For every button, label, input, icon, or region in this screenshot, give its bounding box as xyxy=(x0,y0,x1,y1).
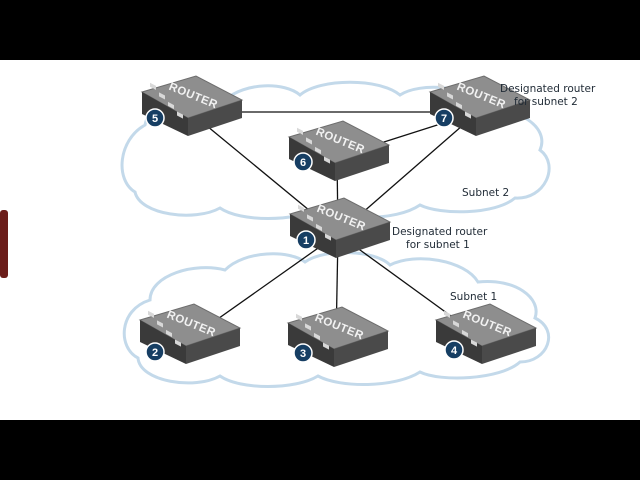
router-port xyxy=(298,204,304,212)
router-port xyxy=(297,127,303,135)
router-7[interactable]: ROUTER xyxy=(428,75,532,136)
router-port xyxy=(148,310,154,318)
router-port xyxy=(324,156,330,164)
router-port xyxy=(166,329,172,338)
router-number: 5 xyxy=(152,113,158,125)
router-port xyxy=(307,214,313,222)
router-port xyxy=(453,320,459,328)
badge-circle xyxy=(145,108,165,128)
side-tab xyxy=(0,210,8,278)
router-side-face xyxy=(476,100,530,136)
router-number: 4 xyxy=(451,345,458,357)
router-number: 7 xyxy=(441,113,447,125)
router-3-number-badge: 3 xyxy=(293,343,313,363)
subnet-1-label: Subnet 1 xyxy=(450,291,497,303)
router-number: 3 xyxy=(300,348,306,360)
router-front-face xyxy=(430,92,476,136)
router-port xyxy=(159,92,165,100)
router-port xyxy=(306,137,312,145)
badge-circle xyxy=(293,152,313,172)
router-port xyxy=(305,323,311,331)
router-1-number-badge: 1 xyxy=(296,230,316,250)
badge-circle xyxy=(296,230,316,250)
badge-circle xyxy=(434,108,454,128)
router-port xyxy=(315,146,321,155)
router-6-number-badge: 6 xyxy=(293,152,313,172)
router-port xyxy=(465,111,471,119)
router-front-face xyxy=(288,323,334,367)
router-front-face xyxy=(142,92,188,136)
router-port xyxy=(471,339,477,347)
router-port xyxy=(444,310,450,318)
router-port xyxy=(447,92,453,100)
badge-circle xyxy=(145,342,165,362)
router-2-number-badge: 2 xyxy=(145,342,165,362)
router-port xyxy=(456,101,462,110)
router-7-number-badge: 7 xyxy=(434,108,454,128)
badge-circle xyxy=(444,340,464,360)
router-side-face xyxy=(334,331,388,367)
subnet-2-label: Subnet 2 xyxy=(462,187,509,199)
router-number: 1 xyxy=(303,235,309,247)
router-4-number-badge: 4 xyxy=(444,340,464,360)
router-2[interactable]: ROUTER xyxy=(138,303,242,364)
router-5[interactable]: ROUTER xyxy=(140,75,244,136)
router-number: 6 xyxy=(300,157,306,169)
dr-subnet2-label-line1: Designated router xyxy=(500,83,596,95)
router-port xyxy=(462,329,468,338)
router-port xyxy=(314,332,320,341)
router-number: 2 xyxy=(152,347,158,359)
router-port xyxy=(438,82,444,90)
dr-subnet1-label-line2: for subnet 1 xyxy=(406,239,470,251)
router-6[interactable]: ROUTER xyxy=(287,120,391,181)
badge-circle xyxy=(293,343,313,363)
router-side-face xyxy=(335,145,389,181)
router-port xyxy=(325,233,331,241)
router-port xyxy=(177,111,183,119)
router-port xyxy=(175,339,181,347)
router-side-face xyxy=(186,328,240,364)
router-side-face xyxy=(482,328,536,364)
router-front-face xyxy=(140,320,186,364)
router-port xyxy=(323,342,329,350)
router-5-number-badge: 5 xyxy=(145,108,165,128)
dr-subnet2-label-line2: for subnet 2 xyxy=(514,96,578,108)
router-port xyxy=(168,101,174,110)
router-side-face xyxy=(188,100,242,136)
router-port xyxy=(157,320,163,328)
router-3[interactable]: ROUTER xyxy=(286,306,390,367)
router-layer: ROUTER1ROUTER2ROUTER3ROUTER4ROUTER5ROUTE… xyxy=(138,75,538,367)
router-port xyxy=(150,82,156,90)
dr-subnet1-label-line1: Designated router xyxy=(392,226,488,238)
router-side-face xyxy=(336,222,390,258)
router-port xyxy=(296,313,302,321)
router-port xyxy=(316,223,322,232)
